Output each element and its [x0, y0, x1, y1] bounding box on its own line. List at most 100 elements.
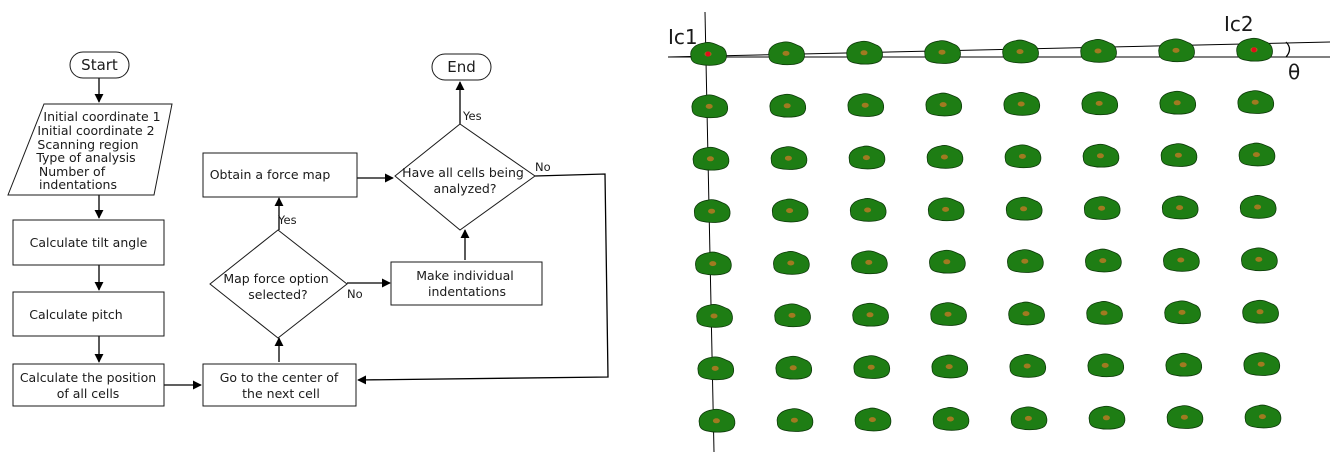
indent-box: Make individual indentations — [390, 261, 543, 306]
cell — [924, 40, 961, 64]
input-line-3: Scanning region — [37, 137, 138, 152]
flowchart: Start Initial coordinate 1 Initial coord… — [7, 51, 609, 407]
start-terminal: Start — [69, 51, 130, 79]
cell-nucleus — [1257, 361, 1265, 367]
indent-line-2: indentations — [428, 284, 506, 299]
cell-nucleus — [864, 207, 872, 213]
cell — [851, 250, 888, 275]
cell-nucleus — [866, 312, 874, 318]
cell-nucleus — [1020, 206, 1028, 212]
cell — [690, 42, 727, 66]
cell — [1008, 301, 1045, 326]
cell — [1009, 354, 1047, 378]
cell — [1085, 248, 1122, 273]
cell — [1159, 90, 1197, 115]
obtain-box: Obtain a force map — [202, 152, 358, 198]
svg-text:Make individual indent: Make individual indentations — [416, 268, 518, 299]
no-label-all: No — [535, 160, 551, 174]
cell — [1080, 39, 1117, 63]
cell — [1158, 38, 1195, 63]
cell — [930, 302, 967, 326]
cell — [1160, 143, 1198, 167]
cell-nucleus — [1176, 205, 1184, 211]
all-decision-line-2: analyzed? — [434, 181, 497, 196]
cell — [1086, 301, 1123, 325]
cell — [925, 92, 963, 117]
ic1-label: Ic1 — [668, 25, 698, 49]
input-line-2: Initial coordinate 2 — [37, 123, 154, 138]
cell — [692, 146, 730, 171]
svg-text:Go to the center of th: Go to the center of the next cell — [220, 370, 343, 401]
connectors — [94, 78, 609, 390]
cell — [1163, 248, 1200, 272]
input-parallelogram: Initial coordinate 1 Initial coordinate … — [7, 103, 173, 196]
cell — [696, 304, 733, 328]
cell-nucleus — [1251, 99, 1259, 105]
cell-nucleus — [1177, 257, 1185, 263]
svg-text:Have all cells being a: Have all cells being analyzed? — [402, 165, 528, 196]
cell-nucleus — [1018, 153, 1026, 159]
cell — [1088, 405, 1126, 430]
cell — [1082, 143, 1120, 168]
all-decision-line-1: Have all cells being — [402, 165, 524, 180]
cell-nucleus — [1102, 415, 1110, 421]
position-box: Calculate the position of all cells — [12, 363, 165, 407]
cell — [695, 251, 732, 276]
cell-nucleus — [1096, 153, 1104, 159]
start-label: Start — [81, 56, 118, 74]
cell — [1165, 352, 1203, 377]
cell-nucleus — [787, 260, 795, 266]
cell — [693, 199, 731, 223]
cell-array — [690, 37, 1282, 433]
cell-nucleus — [865, 259, 873, 265]
cell-nucleus — [1180, 414, 1188, 420]
cell-nucleus — [942, 206, 950, 212]
cell-nucleus — [1255, 256, 1263, 262]
end-terminal: End — [431, 53, 492, 81]
cell-nucleus — [705, 103, 713, 109]
cell — [1087, 353, 1125, 378]
cell — [1243, 352, 1281, 376]
cell — [1236, 37, 1273, 62]
cell-nucleus — [782, 50, 790, 56]
cell — [1238, 142, 1276, 167]
cell — [691, 94, 729, 119]
theta-label: θ — [1288, 60, 1300, 84]
cell-nucleus — [709, 261, 717, 267]
vertical-reference-line — [704, 11, 715, 453]
cell — [1237, 90, 1275, 114]
cell-nucleus — [1173, 100, 1181, 106]
cell — [1010, 406, 1048, 431]
cell-nucleus — [1252, 152, 1260, 158]
cell — [847, 93, 885, 117]
cell-nucleus — [783, 103, 791, 109]
tilt-box: Calculate tilt angle — [12, 219, 165, 266]
cell-nucleus — [1179, 362, 1187, 368]
cell — [1007, 249, 1044, 273]
cell-nucleus — [1016, 49, 1024, 55]
cell-nucleus — [1094, 48, 1102, 54]
cell-nucleus — [1100, 310, 1108, 316]
position-line-1: Calculate the position — [20, 370, 156, 385]
cell-nucleus — [944, 311, 952, 317]
svg-text:Map force option selec: Map force option selected? — [223, 271, 332, 302]
cell — [854, 407, 892, 432]
cell-nucleus — [1021, 258, 1029, 264]
cell-nucleus — [1023, 363, 1031, 369]
input-line-6: indentations — [39, 177, 117, 192]
yes-label-all: Yes — [462, 109, 482, 123]
cell — [1239, 195, 1277, 219]
cell-nucleus — [1095, 100, 1103, 106]
cell — [771, 198, 809, 223]
cell — [1244, 404, 1282, 429]
cell — [848, 145, 886, 170]
map-decision-line-2: selected? — [248, 287, 307, 302]
svg-text:Calculate the position: Calculate the position of all cells — [20, 370, 160, 401]
cell-nucleus — [940, 154, 948, 160]
cell — [1002, 39, 1039, 64]
pitch-box: Calculate pitch — [12, 291, 165, 337]
cell-nucleus — [712, 418, 720, 424]
cell — [931, 354, 969, 379]
cell-nucleus — [1098, 205, 1106, 211]
